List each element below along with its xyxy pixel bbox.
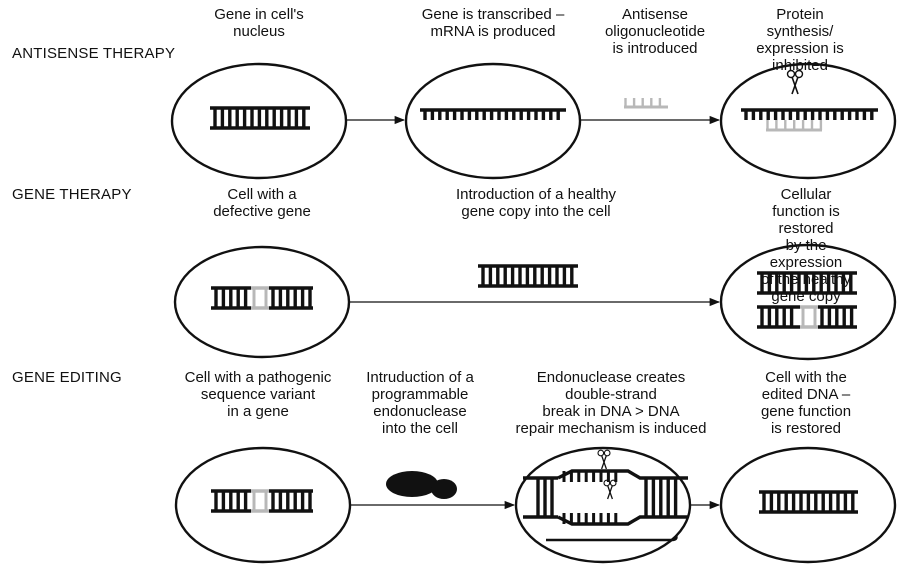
gene-editing-step-2-label: Intruduction of a programmable endonucle… <box>366 369 474 437</box>
gene-editing-step-1-label: Cell with a pathogenic sequence variant … <box>184 369 332 420</box>
mrna-strand-icon <box>741 108 878 120</box>
antisense-step-4-label: Protein synthesis/ expression is inhibit… <box>756 6 844 74</box>
dna-repair-icon <box>523 469 688 542</box>
cell-gene-therapy-1 <box>173 245 351 359</box>
gene-therapy-step-3-label: Cellular function is restored by the exp… <box>760 186 852 305</box>
oligonucleotide-icon <box>766 120 823 132</box>
scissors-icon <box>603 479 617 500</box>
antisense-step-2-label: Gene is transcribed – mRNA is produced <box>421 6 565 40</box>
cell-antisense-2 <box>404 62 582 180</box>
cell-antisense-4 <box>719 62 897 180</box>
section-title-gene-therapy: GENE THERAPY <box>12 186 132 203</box>
mrna-strand-icon <box>420 108 566 120</box>
section-title-antisense: ANTISENSE THERAPY <box>12 45 176 62</box>
defective-dna-icon <box>211 489 313 513</box>
cell-antisense-1 <box>170 62 348 180</box>
endonuclease-icon <box>386 471 457 499</box>
antisense-step-3-label: Antisense oligonucleotide is introduced <box>604 6 706 57</box>
gene-editing-step-4-label: Cell with the edited DNA – gene function… <box>760 369 852 437</box>
gene-editing-step-3-label: Endonuclease creates double-strand break… <box>515 369 707 437</box>
section-title-gene-editing: GENE EDITING <box>12 369 122 386</box>
cell-gene-therapy-3 <box>719 243 897 361</box>
healthy-dna-copy-icon <box>478 264 578 288</box>
antisense-step-1-label: Gene in cell's nucleus <box>214 6 304 40</box>
defective-dna-icon <box>757 305 857 329</box>
defective-dna-icon <box>211 286 313 310</box>
cell-gene-editing-4 <box>719 446 897 564</box>
oligonucleotide-icon <box>624 98 668 109</box>
cell-gene-editing-1 <box>174 446 352 564</box>
mrna-inhibited-complex <box>766 120 823 132</box>
gene-therapy-step-1-label: Cell with a defective gene <box>213 186 311 220</box>
gene-therapy-step-2-label: Introduction of a healthy gene copy into… <box>455 186 617 220</box>
dna-double-strand-icon <box>210 106 310 130</box>
edited-dna-icon <box>759 490 858 514</box>
dna-double-strand-icon <box>757 271 857 295</box>
scissors-icon <box>597 449 611 470</box>
scissors-icon <box>786 69 804 95</box>
